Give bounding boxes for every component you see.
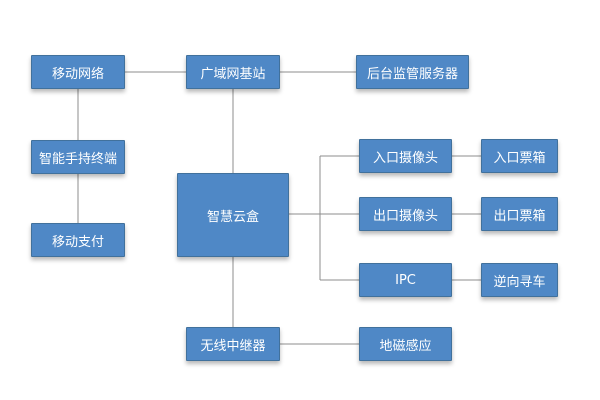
node-entrance-camera: 入口摄像头 [359, 139, 452, 173]
node-wireless-repeater: 无线中继器 [186, 327, 280, 361]
node-smart-cloud-box: 智慧云盒 [177, 173, 289, 257]
node-exit-camera: 出口摄像头 [359, 197, 452, 231]
node-geomagnetic-sensor: 地磁感应 [359, 327, 452, 361]
node-exit-ticket-box: 出口票箱 [481, 197, 558, 231]
node-reverse-car-search: 逆向寻车 [481, 263, 558, 297]
node-backend-server: 后台监管服务器 [356, 55, 469, 89]
node-ipc: IPC [359, 263, 452, 297]
node-handheld-terminal: 智能手持终端 [31, 140, 125, 174]
node-mobile-payment: 移动支付 [31, 223, 125, 257]
node-wan-base-station: 广域网基站 [186, 55, 280, 89]
node-entrance-ticket-box: 入口票箱 [481, 139, 558, 173]
node-mobile-network: 移动网络 [31, 55, 125, 89]
